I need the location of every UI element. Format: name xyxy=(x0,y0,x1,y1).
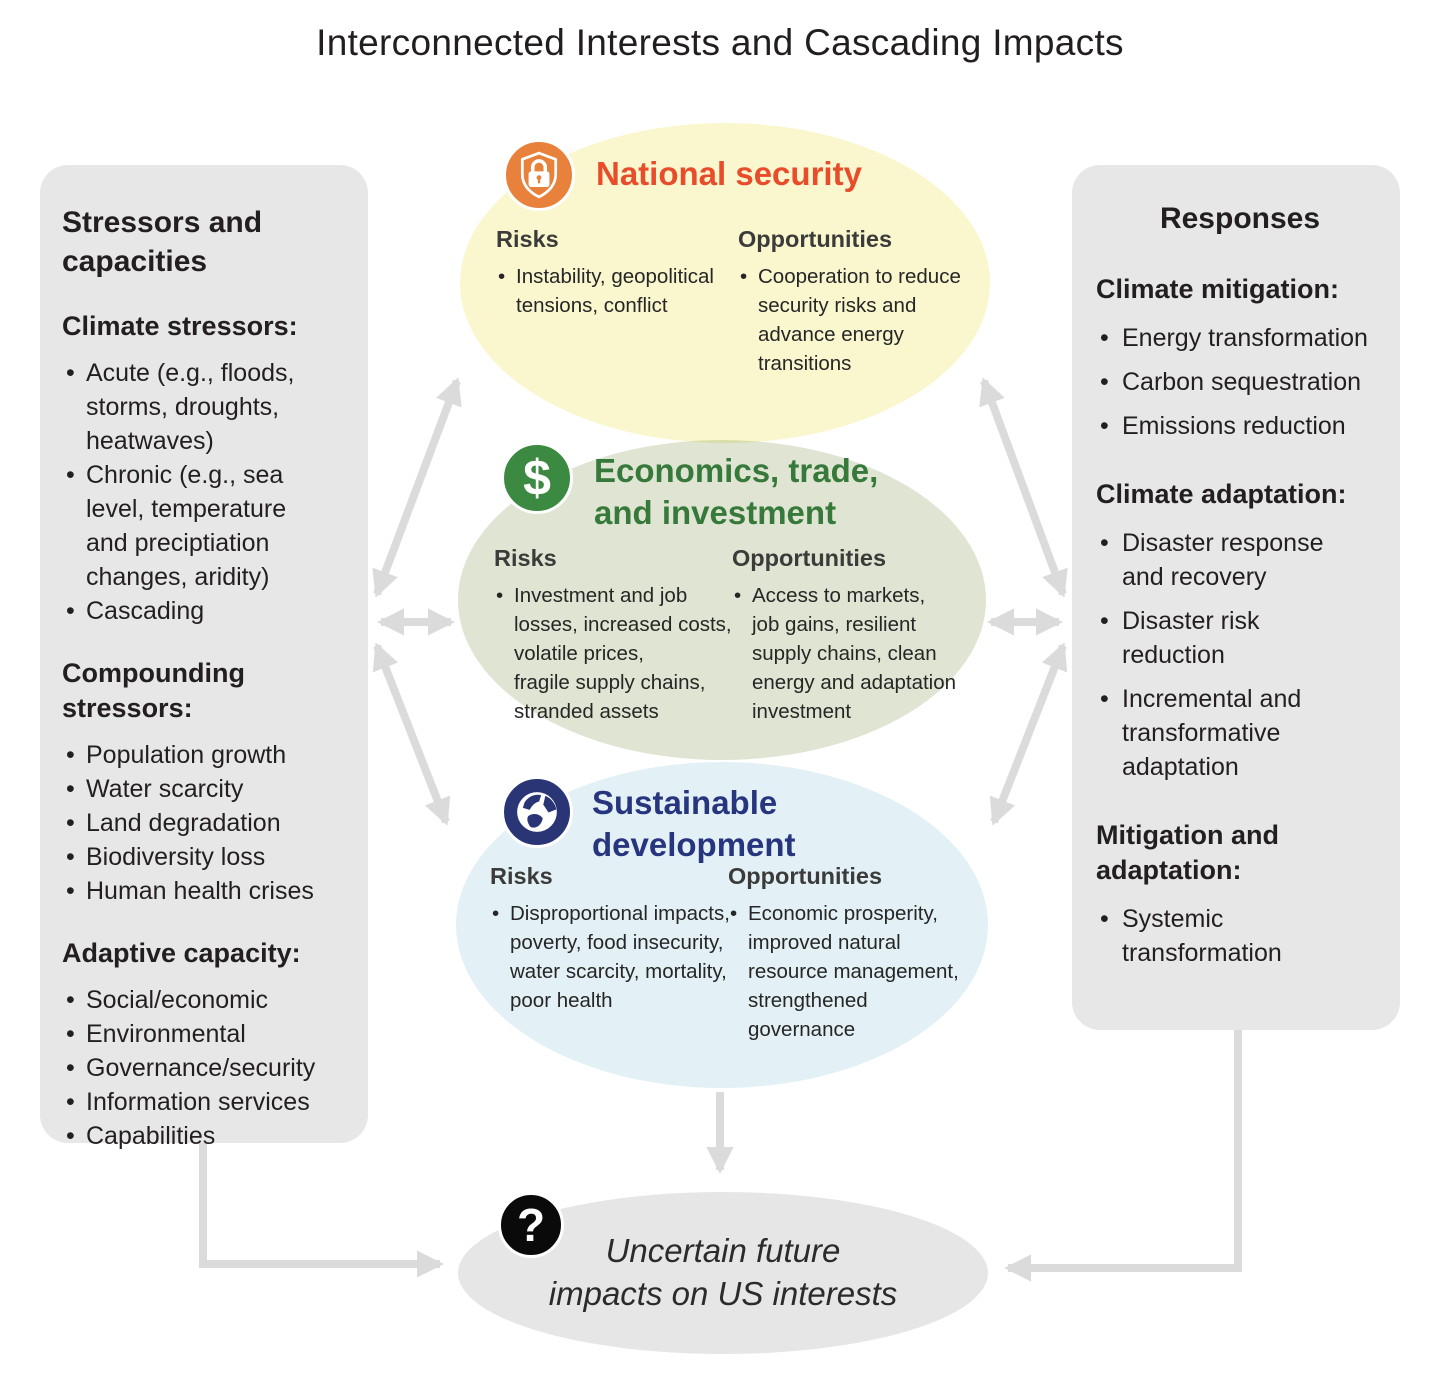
diagram-title: Interconnected Interests and Cascading I… xyxy=(316,22,1124,63)
climate-mitigation-list: Energy transformation Carbon sequestrati… xyxy=(1096,321,1384,443)
responses-panel: Responses Climate mitigation: Energy tra… xyxy=(1072,165,1400,1030)
question-mark-icon: ? xyxy=(498,1192,564,1258)
list-item: Governance/security xyxy=(62,1051,350,1085)
list-item: Biodiversity loss xyxy=(62,840,350,874)
list-item: Disaster response and recovery xyxy=(1096,526,1384,594)
responses-panel-title: Responses xyxy=(1159,202,1321,235)
economics-risks: Risks Investment and job losses, increas… xyxy=(494,545,746,727)
section-heading-adaptive-capacity: Adaptive capacity: xyxy=(62,938,301,969)
mitigation-adaptation-list: Systemic transformation xyxy=(1096,902,1384,970)
list-item: Disaster risk reduction xyxy=(1096,604,1384,672)
list-item: Water scarcity xyxy=(62,772,350,806)
globe-icon xyxy=(501,776,573,848)
opportunities-heading: Opportunities xyxy=(728,863,883,889)
national-security-content: National security Risks Instability, geo… xyxy=(460,123,990,443)
list-item: Human health crises xyxy=(62,874,350,908)
economics-content: $ Economics, trade, and investment Risks… xyxy=(458,440,986,760)
economics-title: Economics, trade, and investment xyxy=(594,452,879,531)
risk-item: Disproportional impacts, poverty, food i… xyxy=(490,899,746,1015)
sustainable-development-title: Sustainable development xyxy=(592,784,796,863)
question-glyph: ? xyxy=(516,1199,546,1251)
sustainable-development-content: Sustainable development Risks Disproport… xyxy=(456,762,988,1088)
list-item: Capabilities xyxy=(62,1119,350,1153)
arrow-left-to-national-security xyxy=(372,377,462,598)
stressors-panel: Stressors and capacities Climate stresso… xyxy=(40,165,368,1153)
list-item: Social/economic xyxy=(62,983,350,1017)
risk-item: Instability, geopolitical tensions, conf… xyxy=(496,262,734,320)
risk-item: Investment and job losses, increased cos… xyxy=(494,581,746,727)
list-item: Environmental xyxy=(62,1017,350,1051)
arrow-left-to-sustainable xyxy=(372,642,451,826)
economics-opportunities: Opportunities Access to markets, job gai… xyxy=(732,545,978,727)
opportunities-heading: Opportunities xyxy=(732,545,887,571)
risks-heading: Risks xyxy=(490,863,553,889)
section-heading-compounding-stressors: Compounding stressors: xyxy=(62,658,245,724)
list-item: Acute (e.g., floods, storms, droughts, h… xyxy=(62,356,350,458)
list-item: Systemic transformation xyxy=(1096,902,1384,970)
list-item: Land degradation xyxy=(62,806,350,840)
list-item: Carbon sequestration xyxy=(1096,365,1384,399)
national-security-opportunities: Opportunities Cooperation to reduce secu… xyxy=(738,226,978,378)
list-item: Information services xyxy=(62,1085,350,1119)
arrow-right-panel-to-outcome xyxy=(1003,1030,1242,1282)
list-item: Emissions reduction xyxy=(1096,409,1384,443)
climate-adaptation-list: Disaster response and recovery Disaster … xyxy=(1096,526,1384,784)
sustainable-development-opportunities: Opportunities Economic prosperity, impro… xyxy=(728,863,978,1045)
stressors-panel-title: Stressors and capacities xyxy=(62,206,263,278)
arrow-right-to-national-security xyxy=(979,377,1068,598)
national-security-title: National security xyxy=(596,155,862,192)
national-security-risks: Risks Instability, geopolitical tensions… xyxy=(496,226,734,320)
list-item: Incremental and transformative adaptatio… xyxy=(1096,682,1384,784)
dollar-glyph: $ xyxy=(523,450,551,506)
opportunity-item: Access to markets, job gains, resilient … xyxy=(732,581,978,727)
section-heading-climate-adaptation: Climate adaptation: xyxy=(1096,479,1347,510)
opportunity-item: Economic prosperity, improved natural re… xyxy=(728,899,978,1045)
list-item: Cascading xyxy=(62,594,350,628)
list-item: Chronic (e.g., sea level, temperature an… xyxy=(62,458,350,594)
risks-heading: Risks xyxy=(494,545,557,571)
arrow-left-panel-to-outcome xyxy=(199,1143,445,1278)
section-heading-mitigation-and-adaptation: Mitigation and adaptation: xyxy=(1096,820,1279,886)
list-item: Energy transformation xyxy=(1096,321,1384,355)
climate-stressors-list: Acute (e.g., floods, storms, droughts, h… xyxy=(62,356,350,628)
arrow-right-to-sustainable xyxy=(989,642,1068,826)
section-heading-climate-mitigation: Climate mitigation: xyxy=(1096,274,1340,304)
sustainable-development-risks: Risks Disproportional impacts, poverty, … xyxy=(490,863,746,1015)
outcome-content: ? Uncertain future impacts on US interes… xyxy=(458,1192,988,1354)
section-heading-climate-stressors: Climate stressors: xyxy=(62,311,298,341)
compounding-stressors-list: Population growth Water scarcity Land de… xyxy=(62,738,350,908)
risks-heading: Risks xyxy=(496,226,559,252)
shield-lock-icon xyxy=(503,139,575,211)
list-item: Population growth xyxy=(62,738,350,772)
adaptive-capacity-list: Social/economic Environmental Governance… xyxy=(62,983,350,1153)
opportunities-heading: Opportunities xyxy=(738,226,893,252)
opportunity-item: Cooperation to reduce security risks and… xyxy=(738,262,978,378)
dollar-icon: $ xyxy=(501,442,573,514)
outcome-label: Uncertain future impacts on US interests xyxy=(548,1232,898,1312)
